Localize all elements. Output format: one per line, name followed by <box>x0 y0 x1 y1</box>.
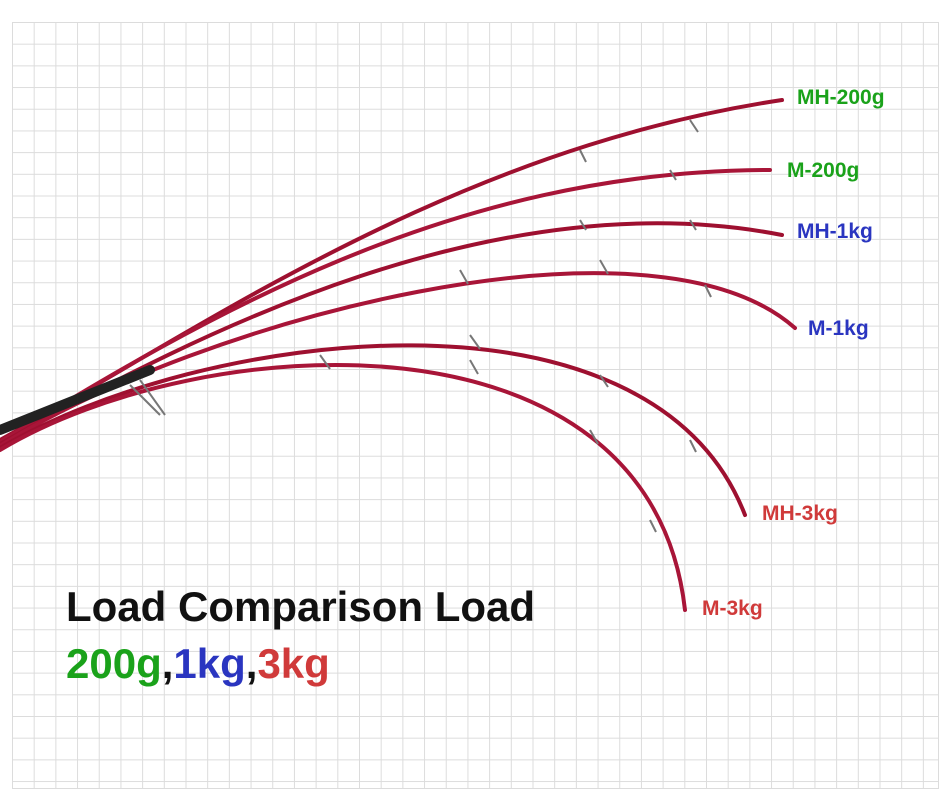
rod-label-m-3kg: M-3kg <box>702 597 763 620</box>
rod-butt <box>0 365 155 435</box>
load-200g: 200g <box>66 640 162 687</box>
rod-label-mh-3kg: MH-3kg <box>762 502 838 525</box>
heading: Load Comparison Load <box>66 583 536 630</box>
guide-icons <box>129 119 712 533</box>
rod-label-m-200g: M-200g <box>787 159 860 182</box>
load-1kg: 1kg <box>173 640 246 687</box>
rod-label-m-1kg: M-1kg <box>808 317 869 340</box>
rod-m-200g <box>0 168 772 444</box>
separator: , <box>245 640 258 687</box>
grid-background <box>12 22 939 789</box>
rod-mh-200g <box>0 98 784 442</box>
rod-label-mh-200g: MH-200g <box>797 86 885 109</box>
separator: , <box>161 640 174 687</box>
load-3kg: 3kg <box>257 640 330 687</box>
rod-label-mh-1kg: MH-1kg <box>797 220 873 243</box>
rod-m-3kg <box>0 363 687 612</box>
load-list: 200g,1kg,3kg <box>66 640 330 688</box>
rod-mh-3kg <box>0 343 747 517</box>
